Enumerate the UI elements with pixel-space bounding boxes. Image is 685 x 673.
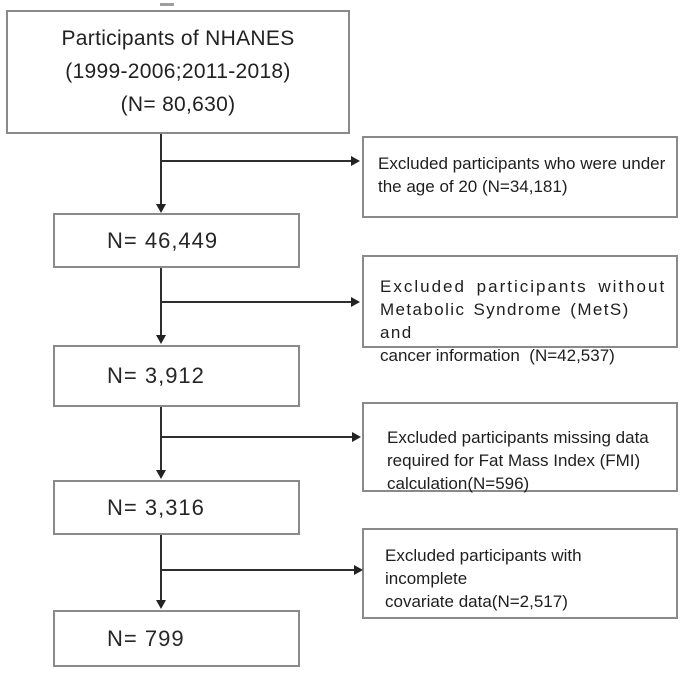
box-nhanes-participants: Participants of NHANES (1999-2006;2011-2… bbox=[6, 10, 350, 134]
exclusion-text-line: covariate data(N=2,517) bbox=[385, 592, 568, 611]
stage-count-label: N= 3,316 bbox=[107, 494, 205, 520]
connector-line bbox=[161, 160, 351, 162]
arrow-right-icon bbox=[354, 565, 363, 575]
arrow-down-icon bbox=[156, 470, 166, 479]
box-stage-after-age-exclusion: N= 46,449 bbox=[53, 213, 300, 268]
box-stage-after-fmi-exclusion: N= 3,316 bbox=[53, 480, 300, 535]
connector-line bbox=[161, 569, 354, 571]
box-stage-after-mets-exclusion: N= 3,912 bbox=[53, 345, 300, 407]
box-exclusion-age: Excluded participants who were under the… bbox=[362, 136, 678, 218]
box-exclusion-fmi-data: Excluded participants missing data requi… bbox=[362, 402, 678, 493]
exclusion-text-line: cancer information (N=42,537) bbox=[380, 346, 615, 365]
connector-line bbox=[161, 436, 352, 438]
stage-count-label: N= 46,449 bbox=[107, 227, 219, 253]
exclusion-text-line: Excluded participants without bbox=[380, 277, 667, 296]
scan-artifact bbox=[160, 3, 174, 6]
arrow-down-icon bbox=[156, 600, 166, 609]
stage-count-label: N= 799 bbox=[107, 625, 185, 651]
box-exclusion-covariate-data: Excluded participants with incomplete co… bbox=[362, 528, 678, 619]
exclusion-text-line: required for Fat Mass Index (FMI) bbox=[387, 451, 641, 470]
exclusion-text-line: calculation(N=596) bbox=[387, 474, 530, 493]
exclusion-text-line: Excluded participants missing data bbox=[387, 428, 649, 447]
exclusion-text-line: the age of 20 (N=34,181) bbox=[378, 177, 568, 196]
nhanes-title-line: Participants of NHANES bbox=[61, 27, 295, 50]
connector-line bbox=[160, 535, 162, 600]
arrow-right-icon bbox=[351, 156, 360, 166]
box-exclusion-mets-cancer: Excluded participants without Metabolic … bbox=[362, 255, 678, 365]
connector-line bbox=[160, 407, 162, 470]
connector-line bbox=[160, 134, 162, 204]
box-stage-final-sample: N= 799 bbox=[53, 610, 300, 667]
exclusion-text-line: Excluded participants with incomplete bbox=[385, 546, 587, 588]
connector-line bbox=[161, 301, 351, 303]
exclusion-text-line: Excluded participants who were under bbox=[378, 154, 666, 173]
arrow-down-icon bbox=[156, 204, 166, 213]
exclusion-text-line: Metabolic Syndrome (MetS) and bbox=[380, 300, 638, 342]
nhanes-years-line: (1999-2006;2011-2018) bbox=[65, 60, 291, 83]
arrow-right-icon bbox=[351, 297, 360, 307]
nhanes-count-line: (N= 80,630) bbox=[120, 93, 236, 116]
arrow-down-icon bbox=[156, 335, 166, 344]
arrow-right-icon bbox=[352, 432, 361, 442]
stage-count-label: N= 3,912 bbox=[107, 363, 205, 388]
